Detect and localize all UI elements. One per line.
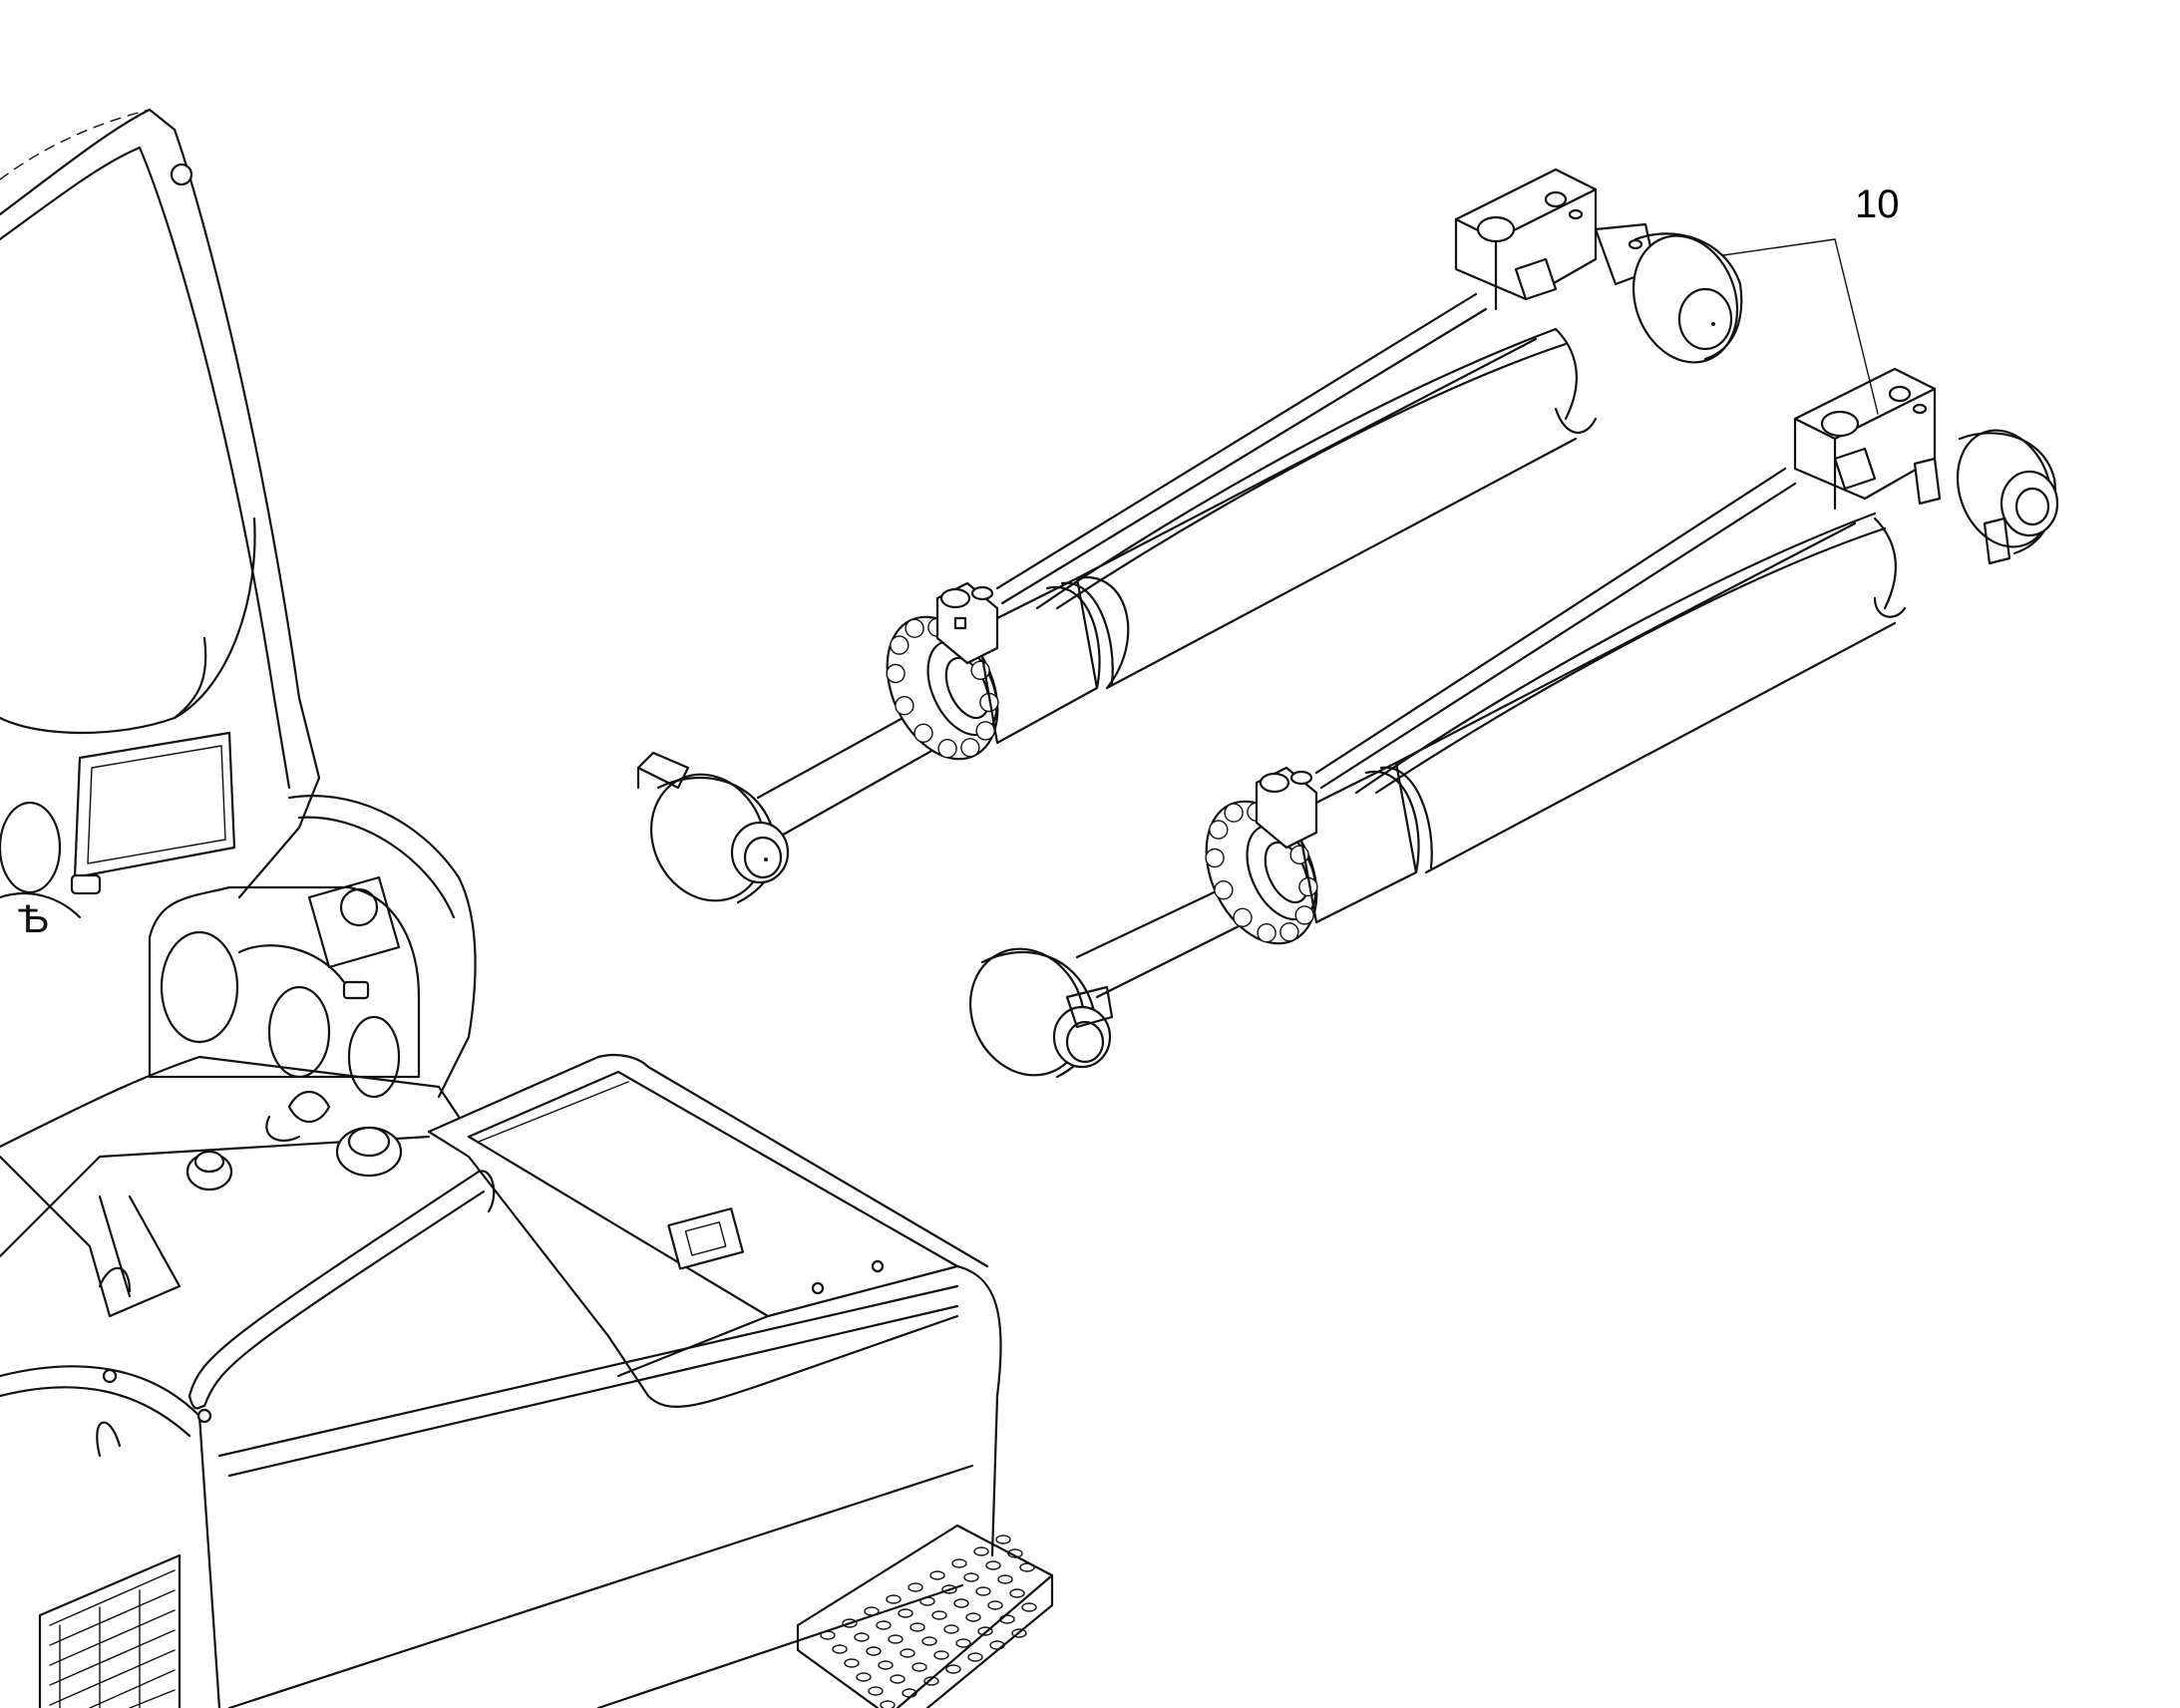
flange-bolt [1205, 848, 1225, 868]
engine-grille [38, 1553, 182, 1708]
step-hole [953, 1598, 969, 1608]
step-hole [977, 1626, 993, 1636]
step-hole [844, 1658, 860, 1668]
step-hole [832, 1644, 848, 1654]
step-hole [997, 1574, 1013, 1584]
flange-bolt [960, 738, 980, 758]
flange-bolt [1224, 803, 1244, 823]
step-plate-holes [820, 1535, 1037, 1708]
flange-bolt [975, 721, 995, 741]
step-hole [987, 1600, 1003, 1610]
flange-bolt [890, 635, 909, 655]
step-hole [933, 1650, 949, 1660]
step-hole [909, 1622, 925, 1632]
flange-bolt [1279, 922, 1299, 942]
machine-logo-fragment: Ѣ [18, 897, 49, 941]
step-hole [965, 1612, 981, 1622]
step-hole [919, 1596, 935, 1606]
step-hole [864, 1606, 880, 1616]
flange-bolt [913, 723, 933, 743]
step-hole [880, 1700, 896, 1708]
flange-bolt [886, 663, 906, 684]
step-hole [1019, 1562, 1035, 1572]
step-plate [796, 1524, 1054, 1708]
step-hole [945, 1664, 961, 1674]
step-hole [900, 1648, 915, 1658]
step-hole [975, 1586, 991, 1596]
flange-bolt [1257, 923, 1276, 943]
callout-10: 10 [1722, 182, 1900, 415]
step-hole [1009, 1588, 1025, 1598]
step-hole [911, 1662, 927, 1672]
step-hole [995, 1535, 1011, 1544]
step-hole [999, 1614, 1015, 1624]
flange-bolt [1294, 905, 1314, 925]
step-hole [929, 1570, 945, 1580]
step-hole [866, 1646, 882, 1656]
step-hole [820, 1630, 836, 1640]
machine-body: Ѣ [0, 108, 1054, 1708]
step-hole [1011, 1628, 1027, 1638]
flange-bolt [895, 696, 914, 716]
step-hole [886, 1594, 902, 1604]
step-hole [890, 1674, 906, 1684]
step-hole [931, 1610, 947, 1620]
step-hole [854, 1632, 870, 1642]
flange-bolt [1214, 880, 1234, 900]
hydraulic-cylinder-lower [968, 367, 2059, 1079]
step-hole [967, 1652, 983, 1662]
flange-bolt [937, 739, 957, 759]
step-hole [951, 1558, 967, 1568]
step-hole [921, 1636, 937, 1646]
step-hole [888, 1634, 904, 1644]
step-hole [1007, 1548, 1023, 1558]
step-hole [876, 1620, 892, 1630]
step-hole [878, 1660, 894, 1670]
step-hole [856, 1672, 872, 1682]
callout-label: 10 [1855, 182, 1900, 226]
flange-bolt [905, 618, 924, 638]
step-hole [955, 1638, 971, 1648]
step-hole [989, 1640, 1005, 1650]
step-hole [923, 1676, 939, 1686]
step-hole [908, 1582, 923, 1592]
step-hole [943, 1624, 959, 1634]
step-hole [902, 1688, 917, 1698]
step-hole [963, 1572, 979, 1582]
step-hole [898, 1608, 913, 1618]
hydraulic-cylinder-upper [636, 168, 1743, 904]
flange-bolt [1209, 820, 1229, 840]
step-hole [868, 1686, 884, 1696]
step-hole [941, 1584, 957, 1594]
step-hole [1021, 1602, 1037, 1612]
step-hole [842, 1618, 858, 1628]
flange-bolt [1233, 907, 1253, 927]
step-hole [985, 1560, 1001, 1570]
step-hole [973, 1546, 989, 1556]
